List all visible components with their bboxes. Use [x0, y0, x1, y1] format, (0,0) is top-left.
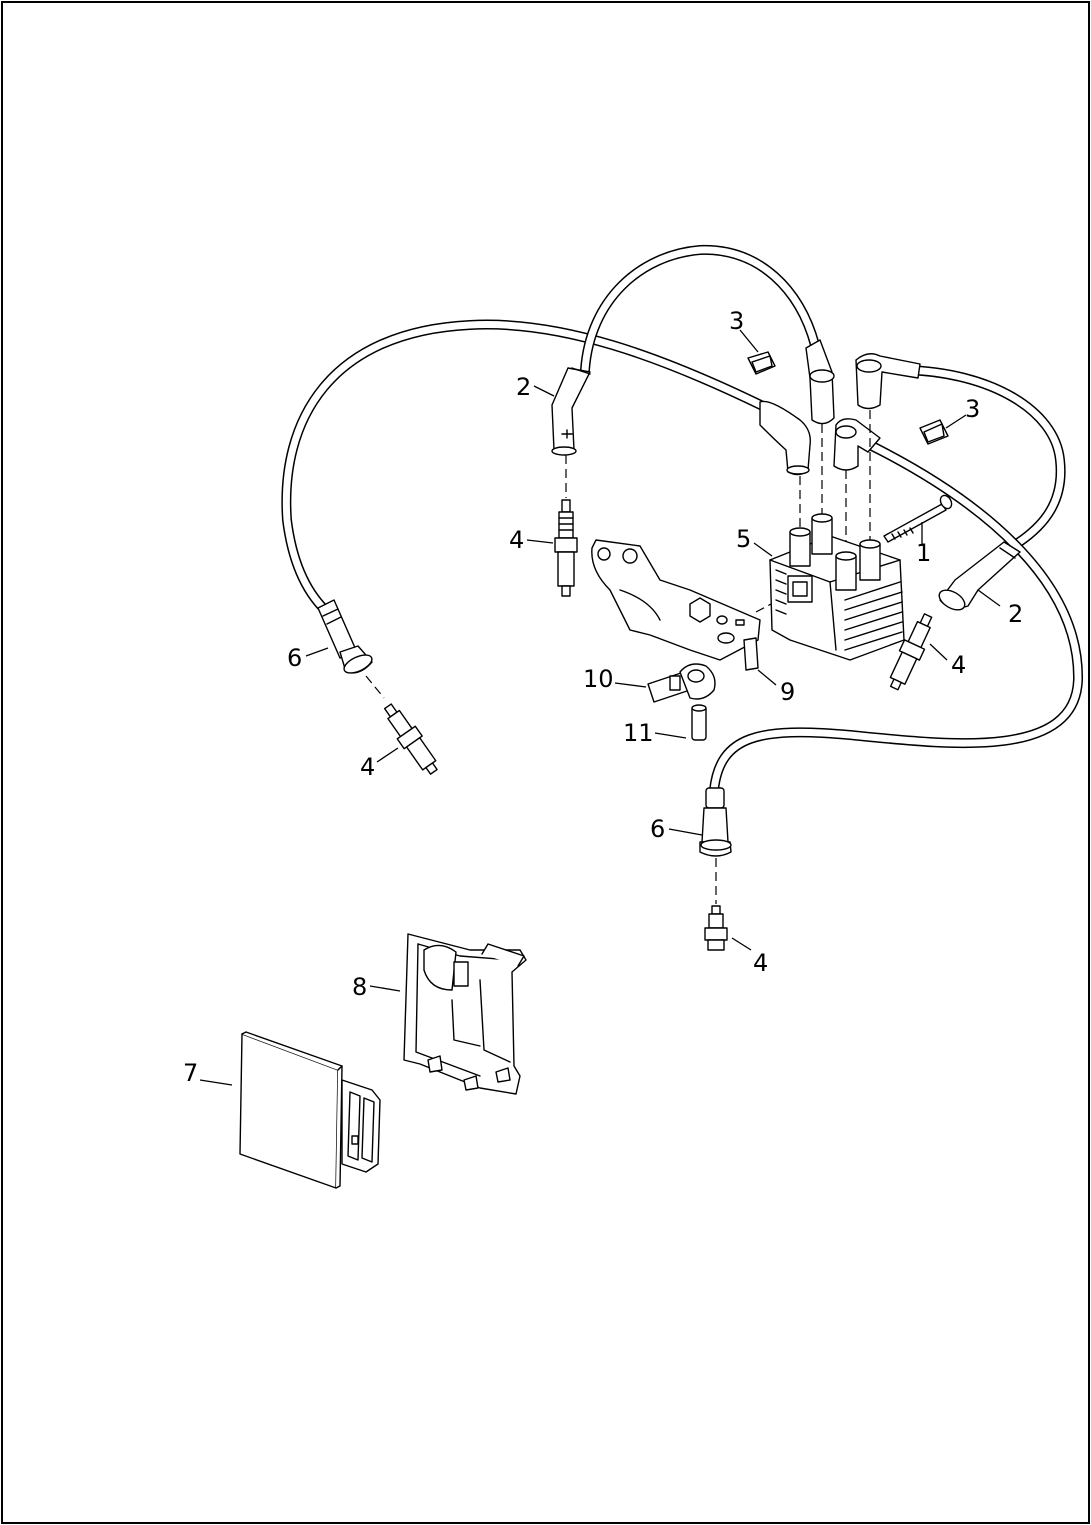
callout-1: 1 — [916, 539, 931, 567]
spark-plug-lower — [704, 905, 728, 951]
electronic-control-module — [239, 1031, 381, 1189]
wire-clip-upper — [747, 351, 776, 375]
plug-boot-left-6 — [317, 599, 373, 674]
mounting-stud — [691, 704, 707, 741]
callout-4-lower: 4 — [753, 949, 768, 977]
callout-5: 5 — [736, 525, 751, 553]
spark-plug-upper — [554, 499, 578, 597]
callout-9: 9 — [780, 678, 795, 706]
callout-10: 10 — [583, 665, 614, 693]
alignment-lines — [365, 410, 871, 904]
callout-4-right: 4 — [951, 651, 966, 679]
leader-lines — [199, 329, 1001, 1086]
plug-boot-lower-6 — [699, 787, 732, 857]
callout-labels: 1 2 2 3 3 4 4 4 4 5 6 6 7 8 9 10 11 — [183, 307, 1023, 1087]
ignition-coil — [769, 513, 905, 661]
callout-11: 11 — [623, 719, 654, 747]
spark-plug-left — [383, 703, 438, 775]
callout-2-right: 2 — [1008, 600, 1023, 628]
callout-3-right: 3 — [965, 395, 980, 423]
spark-plug-right — [889, 613, 933, 691]
callout-4-upper: 4 — [509, 526, 524, 554]
coil-bracket — [591, 539, 761, 671]
plug-boot-top-2 — [551, 367, 591, 456]
callout-3-upper: 3 — [729, 307, 744, 335]
knock-sensor — [647, 663, 716, 703]
callout-6-left: 6 — [287, 644, 302, 672]
spark-plug-wires — [281, 244, 1084, 795]
callout-2-top: 2 — [516, 373, 531, 401]
coil-boot-right-top — [855, 353, 921, 410]
module-mounting-bracket — [403, 933, 527, 1095]
coil-boot-right-low — [833, 418, 881, 471]
callout-4-left: 4 — [360, 753, 375, 781]
plug-boot-right-2 — [938, 541, 1021, 611]
callout-8: 8 — [352, 973, 367, 1001]
coil-boot-left — [759, 400, 811, 476]
wire-clip-right — [919, 419, 949, 445]
coil-mounting-bolt — [883, 494, 953, 543]
callout-6-lower: 6 — [650, 815, 665, 843]
callout-7: 7 — [183, 1059, 198, 1087]
coil-boot-center — [805, 339, 835, 425]
